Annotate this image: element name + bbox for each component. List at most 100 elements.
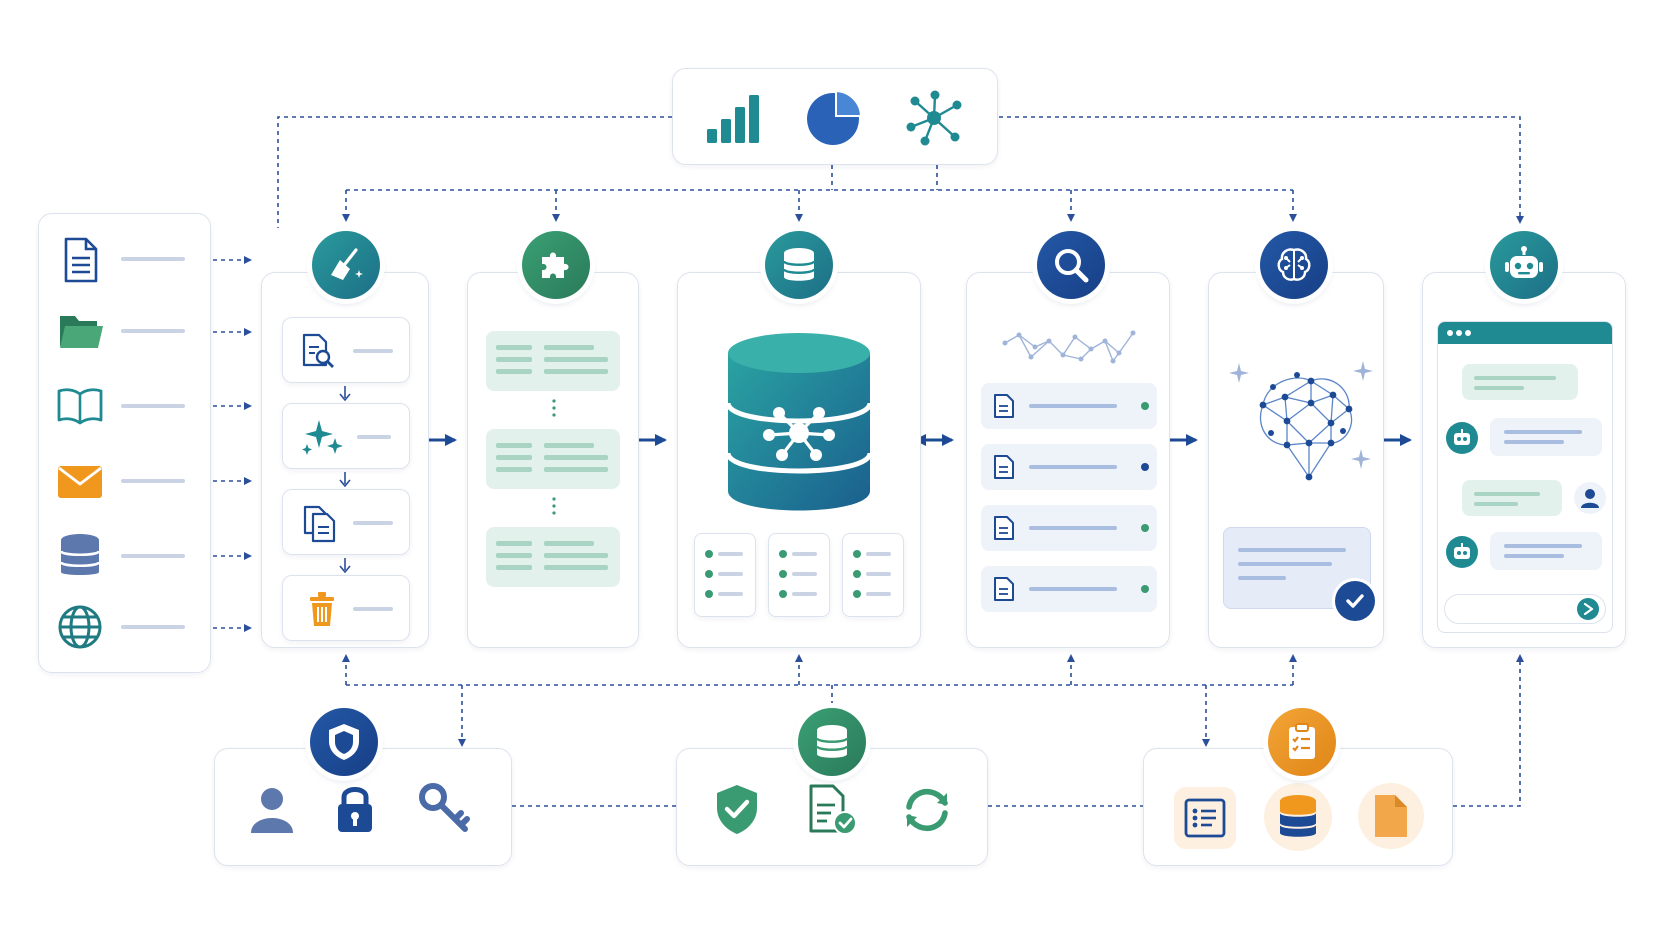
document-icon	[994, 577, 1014, 601]
lock-icon	[338, 787, 372, 832]
chunk-block	[486, 527, 620, 587]
shield-icon	[329, 724, 359, 760]
chat-window-titlebar	[1438, 322, 1612, 344]
vector-store-stage-card	[677, 272, 921, 648]
list-icon	[1184, 798, 1226, 838]
vector-database-icon	[725, 333, 873, 511]
placeholder-line	[121, 554, 185, 558]
database-icon-badge	[798, 708, 866, 776]
analytics-bar	[672, 68, 998, 165]
audit-bar	[1143, 748, 1453, 866]
database-icon-tile	[1264, 783, 1332, 851]
cleaning-step	[282, 489, 410, 555]
retrieved-document-row	[981, 566, 1157, 612]
llm-stage-card	[1208, 272, 1384, 648]
pie-chart-icon	[807, 89, 863, 145]
document-check-icon	[809, 784, 857, 835]
connector-analytics-left	[277, 116, 672, 228]
chat-bubble	[1490, 418, 1602, 456]
robot-icon-badge	[1490, 231, 1558, 299]
chat-bubble	[1462, 480, 1562, 516]
chunk-dots	[552, 399, 556, 515]
clipboard-check-icon	[1289, 723, 1315, 759]
sparkles-icon	[302, 420, 343, 455]
document-icon	[994, 394, 1014, 418]
clipboard-check-icon-badge	[1268, 708, 1336, 776]
email-icon	[58, 466, 102, 498]
placeholder-line	[121, 479, 185, 483]
broom-icon-badge	[312, 231, 380, 299]
chat-bubble	[1462, 364, 1578, 400]
refresh-icon	[906, 789, 948, 831]
chunk-block	[486, 331, 620, 391]
shield-check-icon	[717, 785, 757, 834]
user-icon	[251, 788, 293, 833]
user-avatar	[1574, 482, 1606, 514]
placeholder-line	[121, 329, 185, 333]
puzzle-icon	[542, 252, 569, 278]
database-icon	[782, 248, 816, 281]
bot-avatar	[1446, 536, 1478, 568]
placeholder-line	[353, 607, 393, 611]
brain-icon-badge	[1260, 231, 1328, 299]
database-icon-badge	[765, 231, 833, 299]
placeholder-line	[121, 257, 185, 261]
placeholder-line	[121, 625, 185, 629]
file-icon-tile	[1358, 783, 1424, 849]
copy-document-icon	[303, 505, 336, 543]
chat-input[interactable]	[1444, 594, 1606, 624]
vector-index-card	[842, 533, 904, 617]
document-icon	[994, 455, 1014, 479]
document-icon	[64, 237, 98, 283]
retrieved-document-row	[981, 505, 1157, 551]
key-icon	[419, 783, 470, 832]
globe-icon	[58, 605, 102, 649]
similarity-graph	[1002, 330, 1136, 364]
document-search-icon	[302, 333, 334, 368]
chunking-stage-card	[467, 272, 639, 648]
book-icon	[57, 388, 103, 425]
placeholder-line	[353, 521, 393, 525]
search-icon	[1055, 249, 1089, 283]
vector-index-card	[694, 533, 756, 617]
search-icon-badge	[1037, 231, 1105, 299]
chunk-block	[486, 429, 620, 489]
chat-stage-card	[1422, 272, 1626, 648]
file-icon	[1375, 795, 1407, 837]
data-sources-card	[38, 213, 211, 673]
broom-icon	[331, 248, 363, 280]
database-icon	[815, 725, 849, 758]
brain-icon	[1277, 248, 1311, 281]
retrieval-stage-card	[966, 272, 1170, 648]
neural-brain-icon	[1229, 361, 1373, 481]
cleaning-step	[282, 575, 410, 641]
cleaning-step	[282, 317, 410, 383]
vector-index-card	[768, 533, 830, 617]
cleaning-step	[282, 403, 410, 469]
network-icon	[906, 90, 962, 146]
placeholder-line	[121, 404, 185, 408]
folder-icon	[60, 316, 103, 348]
send-button[interactable]	[1577, 598, 1599, 620]
cleaning-step-arrows	[339, 386, 351, 574]
bot-avatar	[1446, 422, 1478, 454]
bar-chart-icon	[707, 95, 759, 143]
cleaning-stage-card	[261, 272, 429, 648]
database-icon	[59, 534, 101, 575]
shield-icon-badge	[310, 708, 378, 776]
connector-analytics-right	[999, 116, 1524, 224]
chat-bubble	[1490, 532, 1602, 570]
chat-window	[1437, 321, 1613, 633]
trash-icon	[310, 592, 334, 626]
list-icon-tile	[1174, 787, 1236, 849]
retrieved-document-row	[981, 444, 1157, 490]
retrieved-document-row	[981, 383, 1157, 429]
send-icon	[1583, 603, 1594, 615]
document-icon	[994, 516, 1014, 540]
puzzle-icon-badge	[522, 231, 590, 299]
verified-check-icon	[1335, 581, 1375, 621]
database-icon	[1280, 795, 1316, 837]
placeholder-line	[353, 349, 393, 353]
